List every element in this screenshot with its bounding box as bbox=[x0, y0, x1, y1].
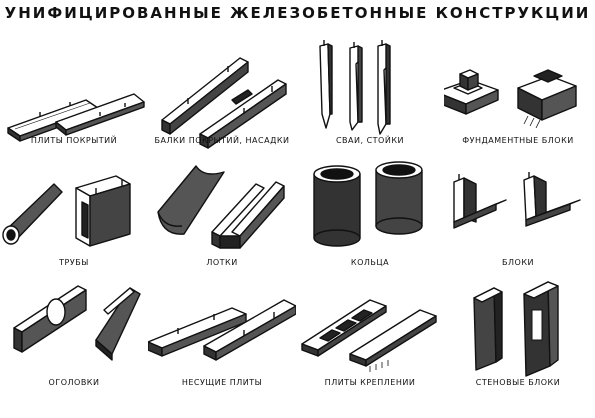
item-foundation-blocks: ФУНДАМЕНТНЫЕ БЛОКИ bbox=[444, 30, 592, 148]
item-blocks: БЛОКИ bbox=[444, 158, 592, 270]
item-label-roof-slabs: ПЛИТЫ ПОКРЫТИЙ bbox=[30, 136, 118, 145]
wall-blocks-icon bbox=[473, 281, 559, 377]
item-label-trays: ЛОТКИ bbox=[206, 258, 238, 267]
item-label-blocks: БЛОКИ bbox=[502, 258, 534, 267]
piles-columns-icon bbox=[319, 40, 391, 135]
bearing-slabs-icon bbox=[148, 299, 296, 361]
item-trays: ЛОТКИ bbox=[148, 158, 296, 270]
poster-title: УНИФИЦИРОВАННЫЕ ЖЕЛЕЗОБЕТОННЫЕ КОНСТРУКЦ… bbox=[4, 4, 591, 22]
item-piles-columns: СВАИ, СТОЙКИ bbox=[296, 30, 444, 148]
headwalls-icon bbox=[13, 285, 141, 361]
rings-icon bbox=[313, 161, 423, 247]
item-label-wall-blocks: СТЕНОВЫЕ БЛОКИ bbox=[475, 378, 561, 387]
item-label-revetment-slabs: ПЛИТЫ КРЕПЛЕНИИ bbox=[324, 378, 416, 387]
item-label-foundation-blocks: ФУНДАМЕНТНЫЕ БЛОКИ bbox=[462, 136, 574, 145]
pipes-icon bbox=[2, 175, 131, 247]
blocks-icon bbox=[453, 172, 581, 229]
item-label-headwalls: ОГОЛОВКИ bbox=[48, 378, 100, 387]
item-label-roof-beams: БАЛКИ ПОКРЫТИЙ, НАСАДКИ bbox=[154, 136, 290, 145]
item-label-rings: КОЛЬЦА bbox=[350, 258, 390, 267]
item-label-bearing-slabs: НЕСУЩИЕ ПЛИТЫ bbox=[181, 378, 263, 387]
foundation-blocks-icon bbox=[444, 69, 577, 129]
trays-icon bbox=[157, 165, 285, 249]
item-pipes: ТРУБЫ bbox=[0, 158, 148, 270]
item-revetment-slabs: ПЛИТЫ КРЕПЛЕНИИ bbox=[296, 270, 444, 400]
item-bearing-slabs: НЕСУЩИЕ ПЛИТЫ bbox=[148, 270, 296, 400]
item-roof-slabs: ПЛИТЫ ПОКРЫТИЙ bbox=[0, 30, 148, 148]
item-headwalls: ОГОЛОВКИ bbox=[0, 270, 148, 400]
item-label-pipes: ТРУБЫ bbox=[59, 258, 89, 267]
roof-beams-icon bbox=[161, 57, 287, 149]
item-rings: КОЛЬЦА bbox=[296, 158, 444, 270]
item-wall-blocks: СТЕНОВЫЕ БЛОКИ bbox=[444, 270, 592, 400]
item-label-piles-columns: СВАИ, СТОЙКИ bbox=[335, 136, 405, 145]
roof-slabs-icon bbox=[7, 93, 145, 142]
revetment-slabs-icon bbox=[301, 299, 437, 372]
item-roof-beams: БАЛКИ ПОКРЫТИЙ, НАСАДКИ bbox=[148, 30, 296, 158]
